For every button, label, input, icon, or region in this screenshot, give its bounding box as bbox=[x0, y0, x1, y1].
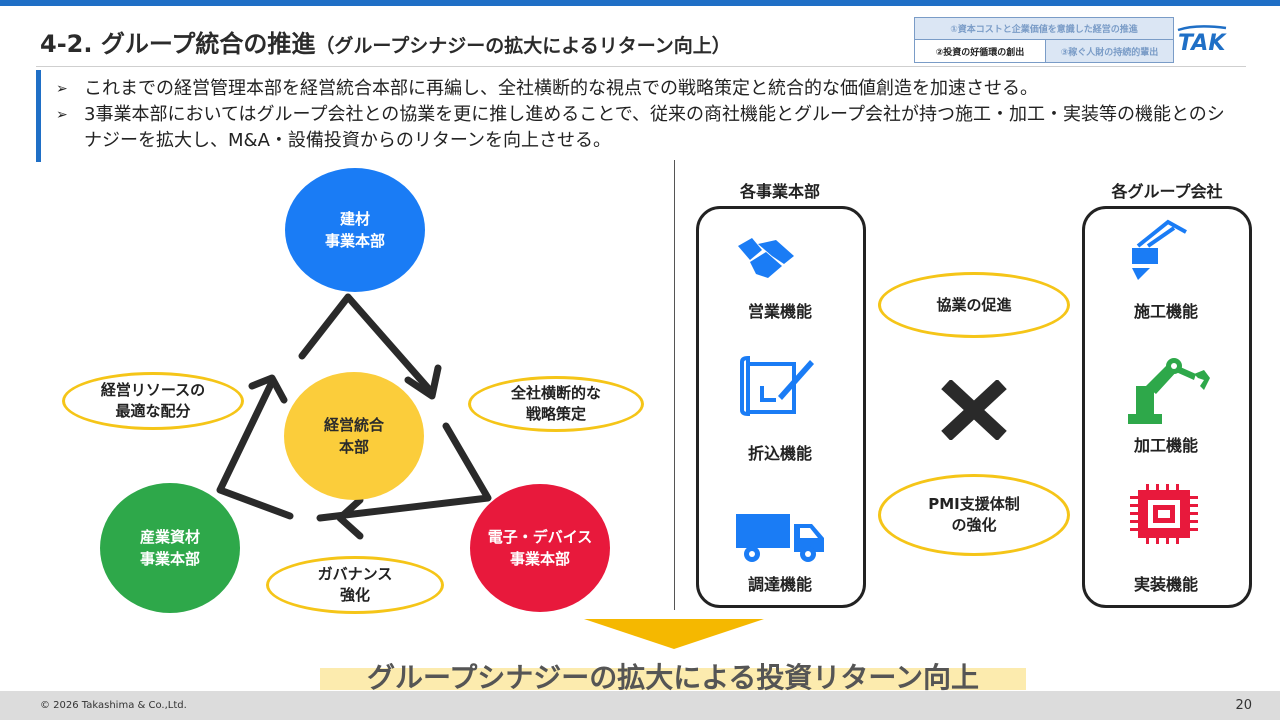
section-divider bbox=[674, 160, 675, 610]
cycle-arrow-right-bottom bbox=[316, 422, 492, 522]
conclusion-text: グループシナジーの拡大による投資リターン向上 bbox=[366, 661, 980, 694]
function-label-construction: 施工機能 bbox=[1133, 302, 1198, 321]
bullet-arrow-icon: ➢ bbox=[56, 81, 68, 97]
strategy-tag-box: ①資本コストと企業価値を意識した経営の推進 ②投資の好循環の創出 ③稼ぐ人財の持… bbox=[914, 17, 1174, 63]
function-label-procurement: 調達機能 bbox=[747, 575, 812, 594]
page-number: 20 bbox=[1235, 698, 1252, 713]
multiply-icon bbox=[941, 380, 1007, 440]
oval-strategy: 全社横断的な 戦略策定 bbox=[468, 376, 644, 432]
group-companies-title: 各グループ会社 bbox=[1111, 182, 1223, 201]
oval-collaboration: 協業の促進 bbox=[878, 272, 1070, 338]
title-sub: （グループシナジーの拡大によるリターン向上） bbox=[315, 35, 731, 57]
oval-label: 協業の促進 bbox=[936, 295, 1012, 314]
bullet-item: ➢ 3事業本部においてはグループ会社との協業を更に推し進めることで、従来の商社機… bbox=[56, 102, 1226, 154]
integration-division: 経営統合 本部 bbox=[284, 372, 424, 500]
crane-icon bbox=[1132, 219, 1187, 280]
bullet-text: これまでの経営管理本部を経営統合本部に再編し、全社横断的な視点での戦略策定と統合… bbox=[84, 78, 1038, 99]
strategy-tag-3: ③稼ぐ人財の持続的輩出 bbox=[1046, 40, 1173, 62]
function-label-sales: 営業機能 bbox=[747, 302, 812, 321]
function-label-folding: 折込機能 bbox=[747, 444, 812, 463]
cycle-arrows bbox=[216, 293, 492, 540]
page-title: 4-2. グループ統合の推進（グループシナジーの拡大によるリターン向上） bbox=[40, 24, 731, 59]
handshake-icon bbox=[738, 238, 794, 278]
strategy-tag-2: ②投資の好循環の創出 bbox=[915, 40, 1046, 62]
industrial-materials-label: 産業資材 事業本部 bbox=[139, 528, 200, 568]
electronics-division: 電子・デバイス 事業本部 bbox=[470, 484, 610, 612]
integration-label: 経営統合 本部 bbox=[323, 416, 384, 456]
title-main: 4-2. グループ統合の推進 bbox=[40, 30, 316, 58]
group-companies-panel bbox=[1082, 206, 1252, 608]
cycle-arrow-left-up bbox=[216, 378, 294, 520]
company-logo: TAK bbox=[1177, 25, 1227, 56]
cycle-arrowhead bbox=[248, 374, 288, 404]
divisions-panel bbox=[696, 206, 866, 608]
conclusion-highlight bbox=[320, 668, 1026, 690]
function-label-mounting: 実装機能 bbox=[1133, 575, 1198, 594]
industrial-materials-division: 産業資材 事業本部 bbox=[100, 483, 240, 613]
oval-label: PMI支援体制 の強化 bbox=[928, 495, 1020, 534]
electronics-label: 電子・デバイス 事業本部 bbox=[487, 528, 593, 568]
oval-resource-allocation: 経営リソースの 最適な配分 bbox=[62, 372, 244, 430]
strategy-tag-1: ①資本コストと企業価値を意識した経営の推進 bbox=[915, 18, 1173, 40]
cycle-arrowhead bbox=[404, 364, 442, 400]
chip-icon bbox=[1130, 484, 1198, 544]
building-materials-label: 建材 事業本部 bbox=[324, 210, 385, 250]
divisions-title: 各事業本部 bbox=[739, 182, 820, 201]
bullet-item: ➢ これまでの経営管理本部を経営統合本部に再編し、全社横断的な視点での戦略策定と… bbox=[56, 76, 1226, 102]
oval-governance: ガバナンス 強化 bbox=[266, 556, 444, 614]
oval-label: 経営リソースの 最適な配分 bbox=[100, 381, 206, 420]
bullet-arrow-icon: ➢ bbox=[56, 107, 68, 123]
top-accent-bar bbox=[0, 0, 1280, 6]
copyright: © 2026 Takashima & Co.,Ltd. bbox=[40, 700, 187, 711]
cycle-arrowhead bbox=[336, 496, 364, 540]
oval-label: ガバナンス 強化 bbox=[317, 565, 393, 604]
function-label-processing: 加工機能 bbox=[1133, 436, 1198, 455]
truck-icon bbox=[736, 514, 824, 562]
robot-arm-icon bbox=[1128, 358, 1210, 424]
down-triangle-icon bbox=[584, 619, 764, 649]
header-divider bbox=[36, 66, 1246, 67]
oval-pmi-support: PMI支援体制 の強化 bbox=[878, 474, 1070, 556]
blueprint-icon bbox=[740, 356, 814, 417]
cycle-arrow-top-right bbox=[298, 293, 432, 392]
building-materials-division: 建材 事業本部 bbox=[285, 168, 425, 292]
oval-label: 全社横断的な 戦略策定 bbox=[510, 384, 601, 423]
summary-bullets: ➢ これまでの経営管理本部を経営統合本部に再編し、全社横断的な視点での戦略策定と… bbox=[56, 76, 1226, 154]
bullet-accent-bar bbox=[36, 70, 41, 162]
bullet-text: 3事業本部においてはグループ会社との協業を更に推し進めることで、従来の商社機能と… bbox=[84, 104, 1225, 151]
logo-text: TAK bbox=[1178, 31, 1227, 56]
footer-bar bbox=[0, 691, 1280, 720]
